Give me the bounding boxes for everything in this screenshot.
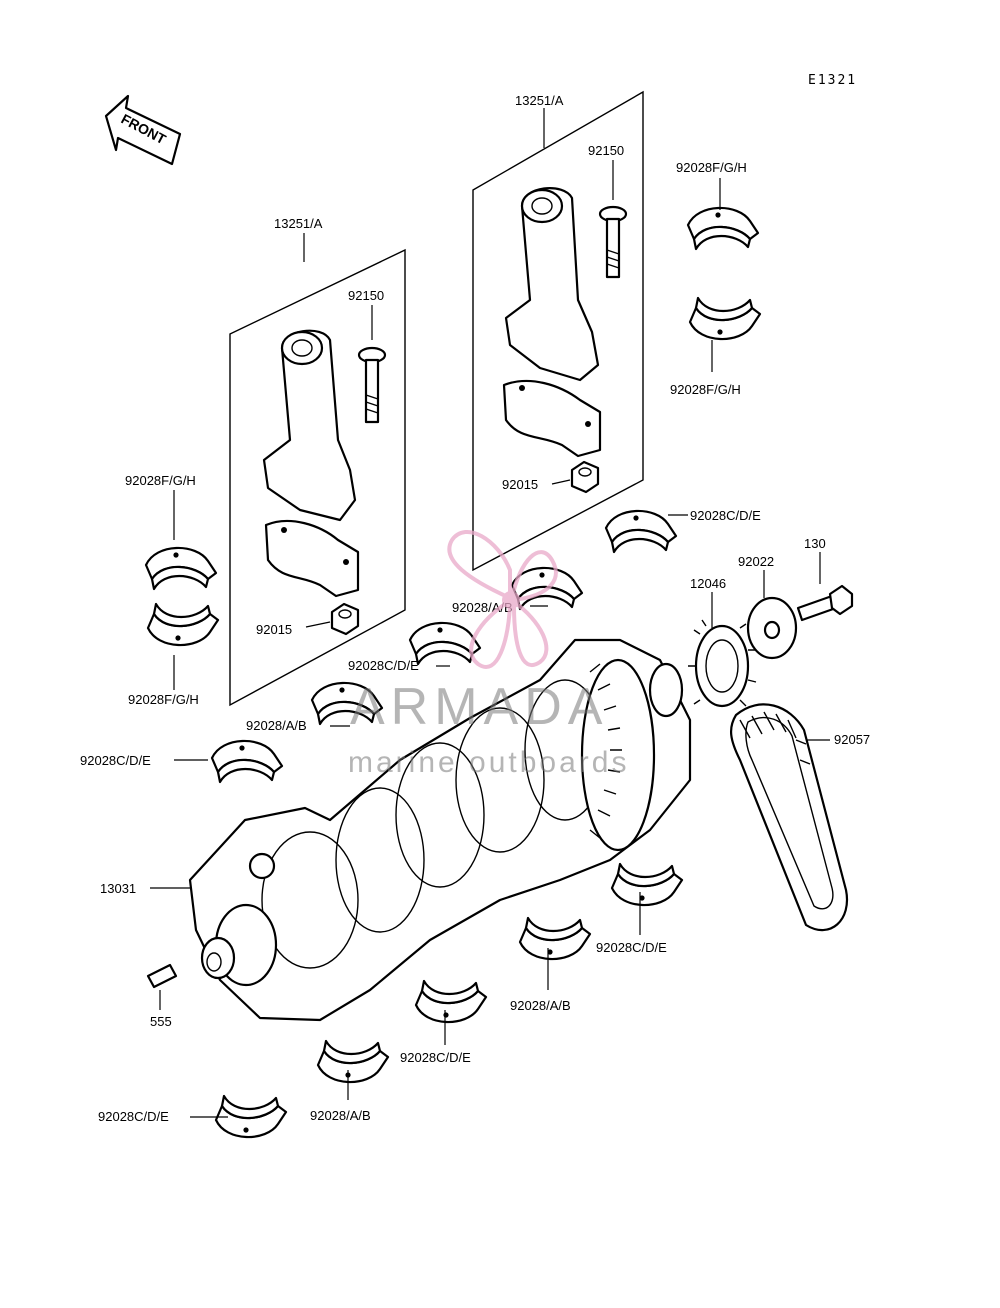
cam-chain — [730, 703, 849, 932]
diagram-code: E1321 — [808, 73, 857, 88]
bearing-shell-fgh-1 — [686, 206, 760, 251]
bearing-shell-fgh-4 — [146, 602, 220, 647]
bolt-left-label: 92150 — [348, 288, 384, 303]
bolt-130-label: 130 — [804, 536, 826, 551]
bearing-cde-2-label: 92028C/D/E — [348, 658, 419, 673]
crankshaft-label: 13031 — [100, 881, 136, 896]
crankshaft-gear — [580, 658, 656, 852]
bearing-ab-2-label: 92028/A/B — [246, 718, 307, 733]
conrod-right-label: 13251/A — [515, 93, 564, 108]
bearing-fgh-1-label: 92028F/G/H — [676, 160, 747, 175]
conrod-assembly-left: 13251/A 92150 92015 — [229, 216, 406, 707]
bearing-shell-cde-1 — [604, 509, 678, 554]
bearing-cde-1-label: 92028C/D/E — [690, 508, 761, 523]
chain-label: 92057 — [834, 732, 870, 747]
bearing-ab-3-label: 92028/A/B — [510, 998, 571, 1013]
bearing-shell-ab-3 — [518, 916, 592, 961]
conrod-bolt-left — [357, 346, 387, 424]
washer-label: 92022 — [738, 554, 774, 569]
bearing-cde-5-label: 92028C/D/E — [400, 1050, 471, 1065]
bearing-shell-fgh-3 — [144, 546, 218, 591]
watermark-brand: ARMADA — [350, 678, 608, 736]
bearing-cde-3-label: 92028C/D/E — [80, 753, 151, 768]
sprocket-bolt — [796, 584, 854, 622]
conrod-nut-left — [330, 602, 360, 636]
dowel-pin — [146, 963, 178, 989]
bearing-shell-fgh-2 — [688, 296, 762, 341]
conrod-right — [502, 187, 602, 458]
bearing-shell-cde-3 — [210, 739, 284, 784]
bearing-shell-cde-4 — [610, 862, 684, 907]
sprocket-gear — [688, 619, 757, 708]
conrod-bolt-right — [598, 205, 628, 279]
bearing-cde-4-label: 92028C/D/E — [596, 940, 667, 955]
bearing-fgh-2-label: 92028F/G/H — [670, 382, 741, 397]
nut-left-label: 92015 — [256, 622, 292, 637]
bolt-right-label: 92150 — [588, 143, 624, 158]
propeller-logo-icon — [447, 529, 558, 669]
bearing-ab-4-label: 92028/A/B — [310, 1108, 371, 1123]
watermark-tagline: marine outboards — [348, 746, 629, 779]
sprocket-label: 12046 — [690, 576, 726, 591]
bearing-fgh-4-label: 92028F/G/H — [128, 692, 199, 707]
crankshaft — [188, 638, 692, 1022]
conrod-nut-right — [570, 460, 600, 494]
conrod-assembly-right: 13251/A 92150 92015 — [472, 90, 644, 572]
bearing-shell-ab-4 — [316, 1039, 390, 1084]
conrod-left — [262, 329, 360, 598]
bearing-cde-6-label: 92028C/D/E — [98, 1109, 169, 1124]
conrod-left-label: 13251/A — [274, 216, 323, 231]
washer — [746, 596, 798, 660]
front-arrow-icon: FRONT — [104, 94, 182, 166]
watermark: ARMADA marine outboards — [348, 529, 629, 779]
pin-label: 555 — [150, 1014, 172, 1029]
nut-right-label: 92015 — [502, 477, 538, 492]
bearing-shell-cde-2 — [408, 621, 482, 666]
bearing-fgh-3-label: 92028F/G/H — [125, 473, 196, 488]
bearing-shell-cde-5 — [414, 979, 488, 1024]
